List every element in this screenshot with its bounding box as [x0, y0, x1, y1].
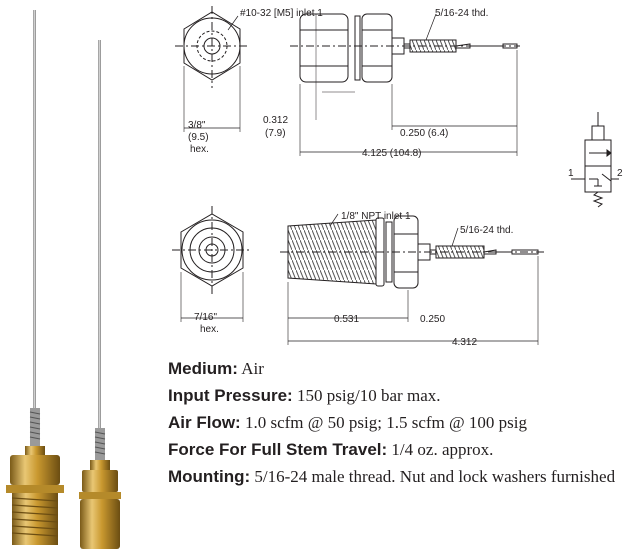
spec-force: Force For Full Stem Travel: 1/4 oz. appr…	[168, 439, 620, 460]
hex-size-metric-top: (9.5)	[188, 132, 209, 143]
spec-medium: Medium: Air	[168, 358, 620, 379]
spec-value: 1.0 scfm @ 50 psig; 1.5 scfm @ 100 psig	[244, 413, 528, 432]
drawing-m5-valve	[175, 6, 520, 156]
product-photo-m5-valve	[79, 40, 121, 549]
dim-250-top: 0.250 (6.4)	[400, 128, 448, 139]
dim-312-metric: (7.9)	[265, 128, 286, 139]
dim-4125: 4.125 (104.8)	[362, 148, 422, 159]
spec-value: Air	[241, 359, 264, 378]
spec-label: Input Pressure:	[168, 386, 293, 405]
product-photo-npt-valve	[6, 10, 64, 545]
spec-value: 1/4 oz. approx.	[391, 440, 494, 459]
dim-531: 0.531	[334, 314, 359, 325]
specifications-list: Medium: Air Input Pressure: 150 psig/10 …	[168, 358, 620, 493]
thread-label-bottom: 5/16-24 thd.	[460, 225, 513, 236]
hex-word-bottom: hex.	[200, 324, 219, 335]
drawing-npt-valve	[172, 206, 545, 345]
spec-label: Medium:	[168, 359, 238, 378]
side-view-bottom	[280, 213, 545, 345]
spec-value: 150 psig/10 bar max.	[296, 386, 441, 405]
hex-word-top: hex.	[190, 144, 209, 155]
thread-label-top: 5/16-24 thd.	[435, 8, 488, 19]
dim-312: 0.312	[263, 115, 288, 126]
spec-mounting: Mounting: 5/16-24 male thread. Nut and l…	[168, 466, 620, 487]
spec-label: Mounting:	[168, 467, 251, 486]
inlet-label-m5: #10-32 [M5] inlet 1	[240, 8, 323, 19]
hex-end-view-top	[175, 6, 250, 132]
spec-air-flow: Air Flow: 1.0 scfm @ 50 psig; 1.5 scfm @…	[168, 412, 620, 433]
spec-value: 5/16-24 male thread. Nut and lock washer…	[254, 467, 616, 486]
valve-schematic-symbol	[571, 112, 619, 208]
spec-label: Air Flow:	[168, 413, 241, 432]
side-view-top	[290, 13, 520, 156]
port-2-label: 2	[617, 168, 623, 179]
dim-250-bottom: 0.250	[420, 314, 445, 325]
dim-4312: 4.312	[452, 337, 477, 348]
port-1-label: 1	[568, 168, 574, 179]
hex-end-view-bottom	[172, 206, 252, 322]
spec-input-pressure: Input Pressure: 150 psig/10 bar max.	[168, 385, 620, 406]
spec-label: Force For Full Stem Travel:	[168, 440, 388, 459]
hex-size-bottom: 7/16"	[194, 312, 217, 323]
hex-size-top: 3/8"	[188, 120, 206, 131]
inlet-label-npt: 1/8" NPT inlet 1	[341, 211, 411, 222]
